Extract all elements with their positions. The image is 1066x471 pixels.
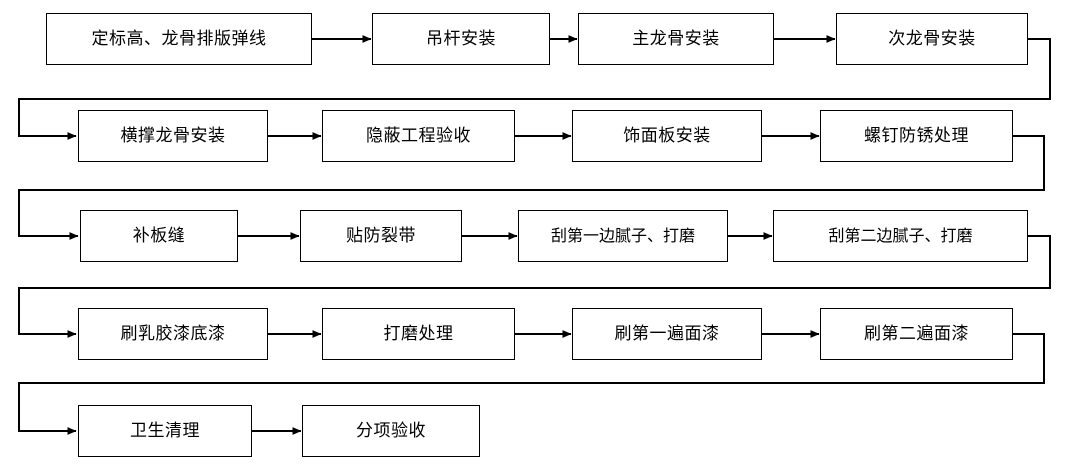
connector-n8-n9: [18, 135, 1045, 240]
flow-node-label: 刷第一遍面漆: [614, 323, 720, 344]
flow-node-label: 主龙骨安装: [632, 28, 720, 49]
flow-node-n2[interactable]: 吊杆安装: [372, 13, 550, 65]
flow-node-n10[interactable]: 贴防裂带: [300, 210, 462, 262]
flow-node-label: 刷第二遍面漆: [864, 323, 969, 344]
flow-node-label: 螺钉防锈处理: [864, 125, 969, 146]
flow-node-label: 刮第一边腻子、打磨: [550, 226, 695, 245]
flow-node-label: 贴防裂带: [346, 225, 416, 246]
flow-node-n3[interactable]: 主龙骨安装: [578, 13, 774, 65]
flow-node-n18[interactable]: 分项验收: [302, 405, 480, 457]
flow-node-n8[interactable]: 螺钉防锈处理: [820, 110, 1013, 162]
flow-node-n1[interactable]: 定标高、龙骨排版弹线: [46, 13, 312, 65]
flow-node-label: 刷乳胶漆底漆: [120, 323, 226, 344]
flow-node-n15[interactable]: 刷第一遍面漆: [572, 308, 762, 360]
connector-n16-n17: [18, 333, 1045, 435]
flow-node-label: 次龙骨安装: [888, 28, 976, 49]
flow-node-label: 隐蔽工程验收: [366, 125, 471, 146]
connector-n12-n13: [18, 235, 1051, 338]
flow-node-label: 卫生清理: [130, 420, 200, 441]
flow-node-label: 补板缝: [132, 225, 186, 246]
flow-node-n6[interactable]: 隐蔽工程验收: [322, 110, 515, 162]
flow-node-label: 定标高、龙骨排版弹线: [91, 28, 267, 49]
flow-node-n4[interactable]: 次龙骨安装: [836, 13, 1028, 65]
flow-node-n7[interactable]: 饰面板安装: [572, 110, 762, 162]
flow-node-n11[interactable]: 刮第一边腻子、打磨: [518, 210, 728, 262]
flow-node-n9[interactable]: 补板缝: [80, 210, 238, 262]
flow-node-n5[interactable]: 横撑龙骨安装: [78, 110, 268, 162]
flow-node-label: 分项验收: [356, 420, 426, 441]
flow-node-n13[interactable]: 刷乳胶漆底漆: [78, 308, 268, 360]
flow-node-n14[interactable]: 打磨处理: [322, 308, 515, 360]
flow-node-n16[interactable]: 刷第二遍面漆: [820, 308, 1013, 360]
flow-node-n17[interactable]: 卫生清理: [78, 405, 252, 457]
flow-node-label: 打磨处理: [383, 323, 454, 344]
connector-n4-n5: [18, 38, 1051, 140]
flow-node-n12[interactable]: 刮第二边腻子、打磨: [773, 210, 1028, 262]
flow-node-label: 吊杆安装: [426, 28, 496, 49]
flow-node-label: 刮第二边腻子、打磨: [828, 226, 973, 245]
flow-node-label: 饰面板安装: [623, 125, 711, 146]
flow-node-label: 横撑龙骨安装: [120, 125, 226, 146]
